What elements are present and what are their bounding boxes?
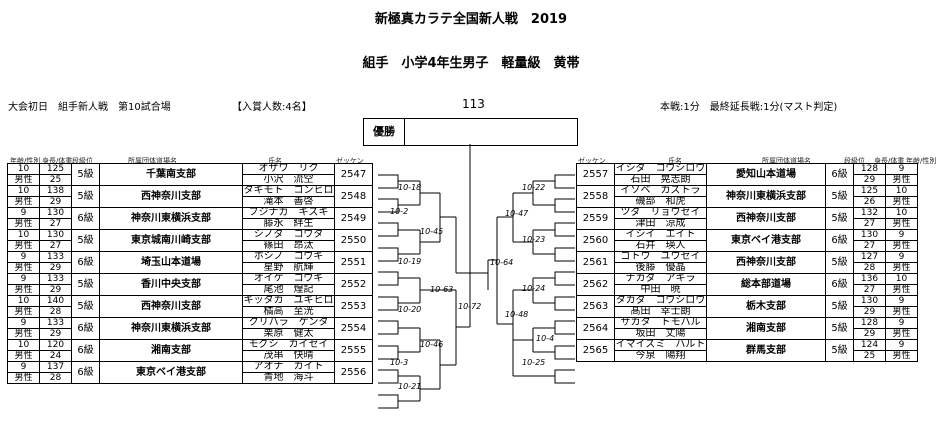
kanji-name-cell: 青地 海斗	[242, 372, 335, 384]
col-team-left: 所属団体道場名	[128, 157, 177, 165]
col-zekken-right: ゼッケン	[578, 157, 606, 165]
score-label: 10-21	[398, 382, 422, 391]
col-team-right: 所属団体道場名	[762, 157, 811, 165]
age-cell: 9	[885, 163, 918, 175]
sex-cell: 男性	[885, 350, 918, 362]
score-label: 10-4	[536, 334, 555, 343]
score-label: 10-19	[398, 257, 422, 266]
team-cell: 群馬支部	[706, 339, 826, 362]
score-label: 10-20	[398, 305, 422, 314]
zekken-cell: 2548	[334, 185, 373, 208]
kanji-name-cell: 今泉 陽翔	[614, 350, 707, 362]
col-name-left: 氏名	[268, 157, 282, 165]
score-label: 10-48	[505, 310, 529, 319]
category-title: 組手 小学4年生男子 軽量級 黄帯	[362, 56, 580, 71]
score-label: 10-63	[430, 285, 454, 294]
score-label: 10-22	[522, 183, 546, 192]
weight-cell: 29	[39, 196, 72, 208]
score-label: 10-45	[420, 227, 444, 236]
sex-cell: 男性	[885, 218, 918, 230]
score-label: 10-18	[398, 183, 422, 192]
prize-info: 【入賞人数:4名】	[232, 102, 312, 113]
score-label: 10-3	[390, 358, 409, 367]
score-label: 10-23	[522, 235, 546, 244]
score-label: 10-72	[458, 302, 482, 311]
score-label: 10-24	[522, 284, 546, 293]
col-grade-right: 段級位	[844, 157, 865, 165]
weight-cell: 25	[853, 350, 886, 362]
winner-label: 優勝	[364, 119, 405, 145]
age-cell: 9	[885, 339, 918, 351]
score-label: 10-2	[390, 207, 409, 216]
score-label: 10-47	[505, 209, 529, 218]
col-grade-left: 段級位	[72, 157, 93, 165]
score-label: 10-25	[522, 358, 546, 367]
score-label: 10-64	[490, 258, 514, 267]
col-age-left: 年齢/性別	[10, 157, 41, 165]
col-hw-right: 身長/体重	[874, 157, 905, 165]
col-hw-left: 身長/体重	[42, 157, 73, 165]
zekken-cell: 2556	[334, 361, 373, 384]
col-name-right: 氏名	[668, 157, 682, 165]
col-age-right: 年齢/性別	[906, 157, 937, 165]
col-zekken-left: ゼッケン	[336, 157, 364, 165]
weight-cell: 28	[39, 372, 72, 384]
team-cell: 東京ベイ港支部	[99, 361, 243, 384]
document-title: 新極真カラテ全国新人戦 2019	[374, 12, 568, 27]
bracket-code: 113	[462, 97, 485, 111]
match-rules: 本戦:1分 最終延長戦:1分(マスト判定)	[660, 102, 838, 113]
score-label: 10-46	[420, 340, 444, 349]
venue-info: 大会初日 組手新人戦 第10試合場	[8, 102, 171, 113]
